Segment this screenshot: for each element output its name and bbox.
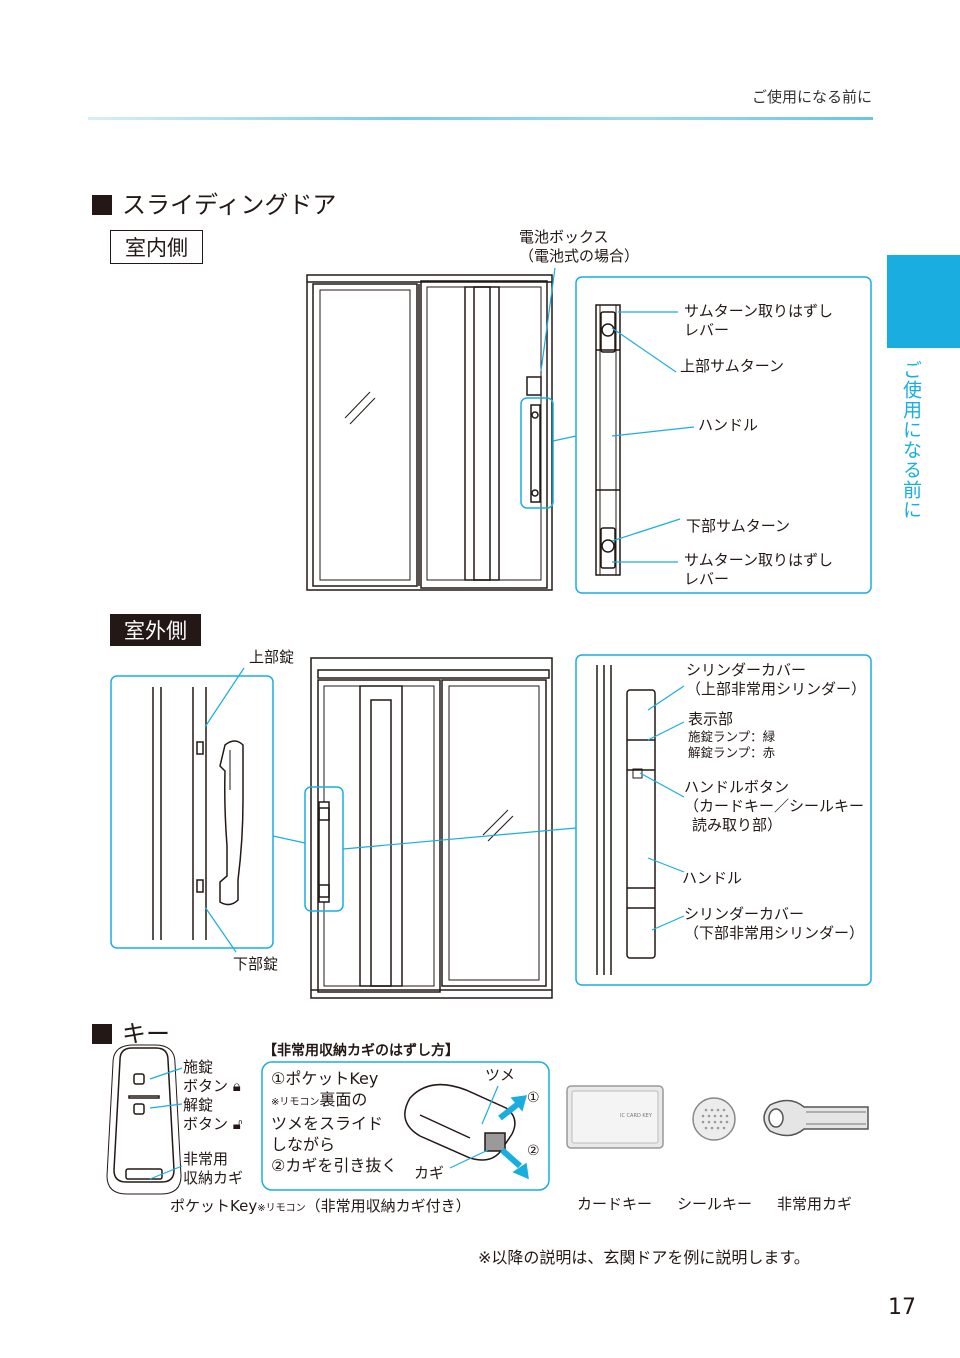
lamp-unlock-label: 解錠ランプ：赤: [688, 745, 776, 760]
howto-step1-a: ①ポケットKey: [271, 1069, 379, 1088]
upper-lock-label: 上部錠: [249, 648, 295, 666]
seal-key: [692, 1097, 736, 1141]
outdoor-handle-detail: [596, 665, 656, 975]
header-rule: [88, 117, 873, 120]
sliding-door-heading: スライディングドア: [92, 185, 336, 220]
indoor-handle-detail: [595, 304, 621, 576]
upper-thumbturn-label: 上部サムターン: [680, 357, 784, 375]
lock-icon: 🔒︎: [232, 1077, 241, 1095]
cylinder-cover-bottom-line1: シリンダーカバー: [684, 905, 805, 923]
arrow-2-label: ②: [527, 1143, 540, 1159]
lock-button-line2: ボタン: [183, 1077, 229, 1095]
howto-step2: ②カギを引き抜く: [271, 1156, 398, 1175]
side-tab: [887, 255, 960, 348]
lamp-lock-label: 施錠ランプ：緑: [688, 729, 776, 744]
handle-button-line2: （カードキー／シールキー: [684, 797, 865, 815]
emergency-key-line2: 収納カギ: [183, 1169, 244, 1187]
card-key-label: カードキー: [577, 1195, 653, 1213]
remote-back: [404, 1083, 516, 1161]
emergency-key: [763, 1099, 869, 1137]
card-key-text: IC CARD KEY: [620, 1113, 652, 1119]
square-bullet-icon: [92, 195, 112, 215]
unlock-button-label: 解錠 ボタン 🔓︎: [183, 1096, 243, 1134]
remote-caption-small: ※リモコン: [257, 1203, 306, 1214]
outside-label: 室外側: [110, 614, 201, 646]
cylinder-cover-top-line2: （上部非常用シリンダー）: [686, 680, 867, 698]
howto-step1-d: しながら: [271, 1135, 336, 1154]
handle-button-line3: 読み取り部）: [692, 816, 783, 834]
upper-lever-label: サムターン取りはずし レバー: [684, 302, 833, 340]
handle-button-label: ハンドルボタン （カードキー／シールキー 読み取り部）: [684, 778, 864, 835]
howto-title: 【非常用収納カギのはずし方】: [263, 1043, 459, 1059]
emergency-key-item-label: 非常用カギ: [777, 1195, 853, 1213]
cylinder-cover-bottom-line2: （下部非常用シリンダー）: [684, 924, 865, 942]
outdoor-handle-label: ハンドル: [682, 869, 743, 887]
footnote: ※以降の説明は、玄関ドアを例に説明します。: [478, 1248, 810, 1267]
lower-lever-label: サムターン取りはずし レバー: [684, 551, 833, 589]
battery-box-line2: （電池式の場合）: [519, 247, 640, 265]
emergency-key-label: 非常用 収納カギ: [183, 1150, 243, 1188]
arrow-1-label: ①: [527, 1090, 540, 1106]
remote-caption-tail: （非常用収納カギ付き）: [305, 1197, 471, 1215]
lower-lock-label: 下部錠: [233, 955, 279, 973]
handle-button-line1: ハンドルボタン: [684, 778, 790, 796]
howto-step1-small: ※リモコン: [271, 1097, 320, 1108]
upper-lever-line1: サムターン取りはずし: [684, 302, 833, 320]
upper-lever-line2: レバー: [684, 321, 730, 339]
section-header: ご使用になる前に: [751, 88, 872, 106]
outdoor-lock-detail: [152, 687, 244, 940]
kagi-label: カギ: [414, 1164, 445, 1182]
tsume-label: ツメ: [485, 1066, 516, 1084]
battery-box-label: 電池ボックス （電池式の場合）: [519, 228, 639, 266]
lock-button-label: 施錠 ボタン 🔒︎: [183, 1058, 241, 1096]
display-label: 表示部: [688, 710, 734, 728]
cylinder-cover-bottom-label: シリンダーカバー （下部非常用シリンダー）: [684, 905, 864, 943]
keys-title: キー: [122, 1020, 170, 1048]
indoor-door-frame: [306, 274, 553, 591]
sliding-door-title: スライディングドア: [122, 191, 337, 219]
inside-label: 室内側: [110, 230, 203, 264]
howto-step1-b: 裏面の: [319, 1090, 368, 1109]
square-bullet-icon: [92, 1024, 112, 1044]
remote-caption-main: ポケットKey: [170, 1197, 258, 1215]
lock-button-line1: 施錠: [183, 1058, 214, 1076]
keys-heading: キー: [92, 1014, 170, 1049]
battery-box-line1: 電池ボックス: [519, 228, 609, 246]
remote-caption: ポケットKey※リモコン（非常用収納カギ付き）: [170, 1195, 471, 1216]
lower-thumbturn-label: 下部サムターン: [686, 517, 790, 535]
cylinder-cover-top-line1: シリンダーカバー: [686, 661, 807, 679]
lower-lever-line2: レバー: [684, 570, 730, 588]
emergency-key-line1: 非常用: [183, 1150, 229, 1168]
howto-step1-c: ツメをスライド: [271, 1114, 384, 1133]
card-key: [566, 1085, 664, 1149]
side-tab-label: ご使用になる前に: [900, 360, 922, 520]
howto-steps: ①ポケットKey ※リモコン裏面の ツメをスライド しながら ②カギを引き抜く: [271, 1068, 397, 1176]
page-number: 17: [888, 1295, 916, 1320]
display-label-group: 表示部 施錠ランプ：緑 解錠ランプ：赤: [688, 710, 775, 761]
outdoor-door-frame: [310, 657, 553, 999]
unlock-button-line2: ボタン: [183, 1115, 229, 1133]
unlock-icon: 🔓︎: [232, 1115, 243, 1133]
seal-key-label: シールキー: [677, 1195, 753, 1213]
remote-key: [106, 1044, 182, 1195]
lower-lever-line1: サムターン取りはずし: [684, 551, 833, 569]
cylinder-cover-top-label: シリンダーカバー （上部非常用シリンダー）: [686, 661, 866, 699]
unlock-button-line1: 解錠: [183, 1096, 214, 1114]
indoor-handle-label: ハンドル: [698, 416, 759, 434]
